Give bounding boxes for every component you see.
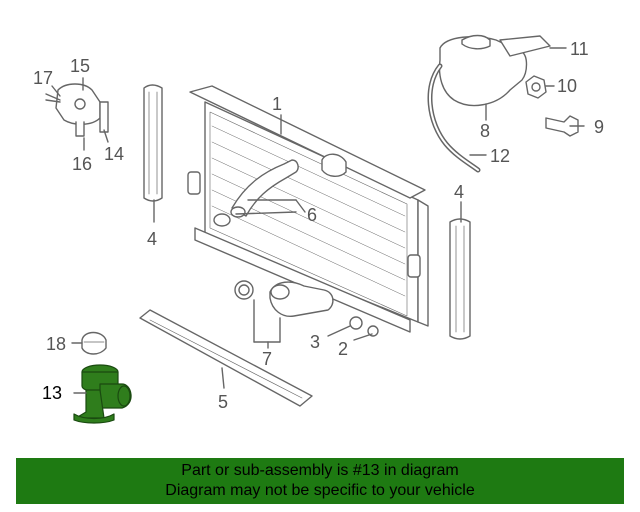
side-seal-right-part[interactable] — [449, 218, 471, 340]
reservoir-tank-part[interactable] — [438, 34, 551, 107]
banner-line-1: Part or sub-assembly is #13 in diagram — [181, 462, 459, 479]
thermostat-housing-part[interactable] — [45, 83, 109, 137]
callout-8: 8 — [480, 121, 490, 141]
overflow-hose-part[interactable] — [427, 63, 481, 173]
bolt-part[interactable] — [545, 115, 579, 137]
callout-11: 11 — [570, 39, 589, 59]
callout-7: 7 — [262, 349, 272, 369]
callout-1: 1 — [272, 94, 282, 114]
callout-4-left: 4 — [147, 229, 157, 249]
lower-hose-part[interactable] — [234, 280, 334, 317]
callout-2: 2 — [338, 339, 348, 359]
filler-neck-part-highlighted[interactable] — [73, 364, 132, 424]
upper-hose-part[interactable] — [213, 159, 299, 227]
callout-5: 5 — [218, 392, 228, 412]
callout-12: 12 — [490, 146, 510, 166]
callout-4-right: 4 — [454, 182, 464, 202]
callout-3: 3 — [310, 332, 320, 352]
callout-6: 6 — [307, 205, 317, 225]
info-banner: Part or sub-assembly is #13 in diagram D… — [16, 458, 624, 504]
callout-13: 13 — [42, 383, 62, 403]
callout-10: 10 — [557, 76, 577, 96]
side-seal-left-part[interactable] — [143, 84, 163, 202]
reservoir-cap-part[interactable] — [525, 75, 547, 99]
lower-seal-part[interactable] — [139, 309, 313, 407]
radiator-cap-part[interactable] — [81, 331, 107, 355]
leader-lines — [51, 47, 585, 394]
banner-line-2: Diagram may not be specific to your vehi… — [165, 482, 475, 499]
callout-15: 15 — [70, 56, 90, 76]
callout-16: 16 — [72, 154, 92, 174]
callout-9: 9 — [594, 117, 604, 137]
callout-17: 17 — [33, 68, 53, 88]
callout-labels: 1 2 3 4 4 5 6 7 8 9 10 11 12 13 14 15 16… — [33, 39, 604, 412]
callout-18: 18 — [46, 334, 66, 354]
radiator-part[interactable] — [187, 85, 429, 337]
parts-diagram: 1 2 3 4 4 5 6 7 8 9 10 11 12 13 14 15 16… — [33, 34, 604, 424]
callout-14: 14 — [104, 144, 124, 164]
